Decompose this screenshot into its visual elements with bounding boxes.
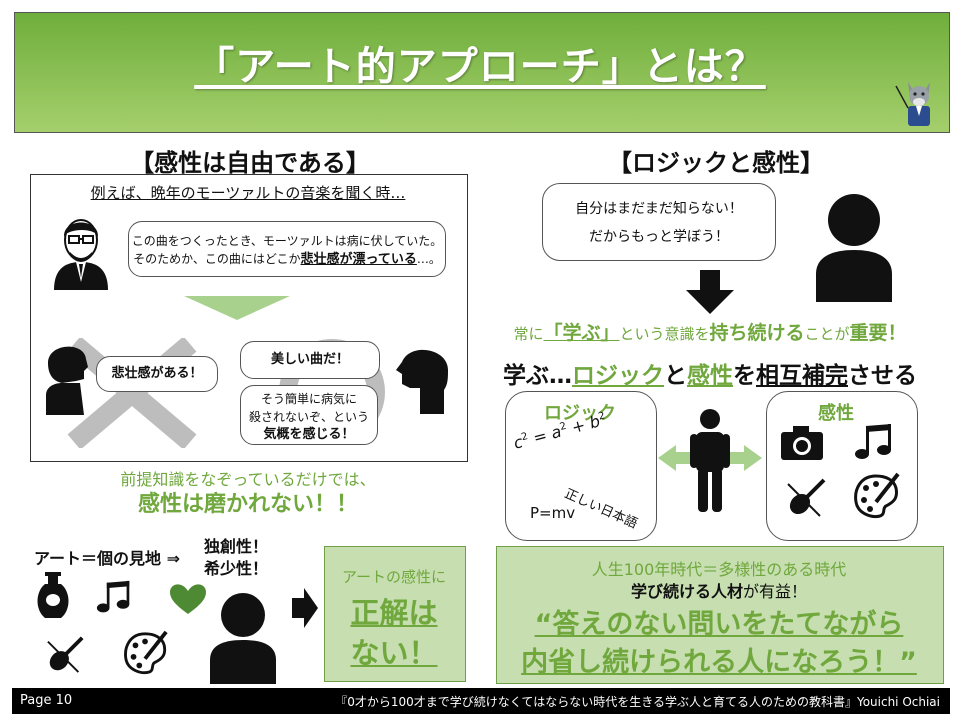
good-opinion-bubble-1: 美しい曲だ！ [240,341,380,379]
palette-icon [852,472,902,524]
no-answer-line-3: ない！ [350,636,438,670]
no-answer-line-2: 正解は [350,596,438,630]
complement-text: 学ぶ…ロジックと感性を相互補完させる [503,363,917,389]
learner-value-text: 学び続ける人材が有益！ [630,582,808,601]
bad-opinion-bubble: 悲壮感がある！ [96,356,218,392]
page-title: 「アート的アプローチ」とは？ [194,44,766,90]
quote-line-2: 内省し続けられる人になろう！” [521,647,917,678]
teacher-icon [50,212,112,290]
vase-icon [35,572,71,624]
right-arrow-icon [292,588,318,632]
rarity-text: 希少性！ [204,559,269,578]
right-heading: 【ロジックと感性】 [608,149,824,177]
violin-small-icon [46,634,86,678]
learner-speech-bubble: 自分はまだまだ知らない！ だからもっと学ぼう！ [542,183,776,261]
art-equals-text: アート＝個の見地 ⇒ [34,549,181,568]
always-learn-text: 常に「学ぶ」という意識を持ち続けることが重要！ [513,322,907,344]
logic-box [505,391,657,541]
teacher-speech-bubble: この曲をつくったとき、モーツァルトは病に伏していた。 そのためか、この曲にはどこ… [128,221,446,277]
uniqueness-text: 独創性！ [204,537,269,556]
wolf-conductor-icon [888,72,942,128]
standing-person-icon [688,408,732,512]
down-arrow-icon [184,296,290,324]
teacher-line-2: そのためか、この曲にはどこか悲壮感が漂っている…。 [133,252,441,267]
logic-title: ロジック [544,403,616,424]
music-note-icon [854,424,894,466]
sense-box [766,391,918,541]
sense-title: 感性 [818,403,854,424]
book-title: 『0才から100才まで学び続けなくてはならない時代を生きる学ぶ人と育てる人のため… [335,695,940,709]
left-heading: 【感性は自由である】 [130,149,370,177]
no-answer-line-1: アートの感性に [341,568,447,586]
caption-line-1: 前提知識をなぞっているだけでは、 [120,470,376,489]
caption-line-2: 感性は磨かれない！！ [137,492,358,517]
learner-person-icon [812,190,896,302]
palette-small-icon [122,630,170,680]
logic-physics: P=mv [530,504,576,522]
heart-icon [170,584,206,620]
person-bottom-icon [208,590,278,684]
teacher-line-1: この曲をつくったとき、モーツァルトは病に伏していた。 [131,234,443,248]
century-life-text: 人生100年時代＝多様性のある時代 [591,560,847,579]
example-text: 例えば、晩年のモーツァルトの音楽を聞く時… [90,184,406,202]
down-arrow-black-icon [686,270,734,318]
title-banner [14,12,950,133]
music-note-small-icon [96,580,132,620]
listener-head-left-icon [40,337,92,415]
learner-line-1: 自分はまだまだ知らない！ [575,201,743,217]
violin-icon [786,476,828,522]
camera-icon [781,426,823,464]
good-opinion-bubble-2: そう簡単に病気に 殺されないぞ、という 気概を感じる！ [240,385,378,445]
no-answer-box [324,546,466,682]
footer-bar [12,688,950,714]
quote-line-1: “答えのない問いをたてながら [534,609,904,640]
lifelong-learning-box [496,546,944,684]
learner-line-2: だからもっと学ぼう！ [589,229,729,245]
page-number: Page 10 [20,693,73,708]
listener-head-right-icon [390,340,450,414]
